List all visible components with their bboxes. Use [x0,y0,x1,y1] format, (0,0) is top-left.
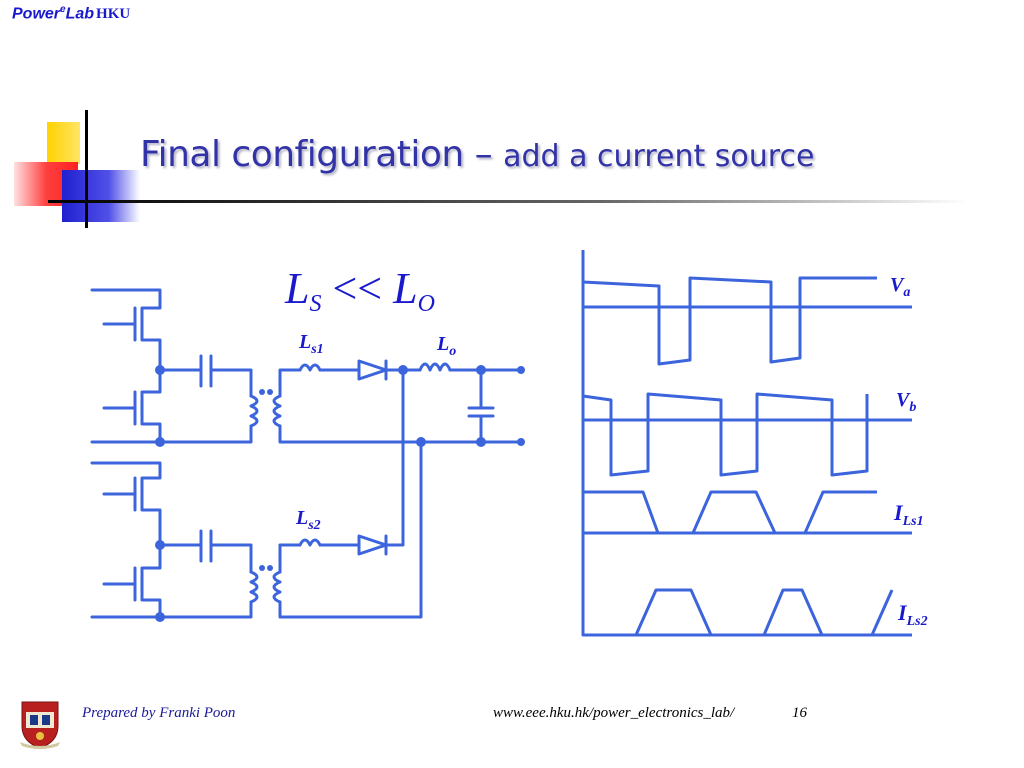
slide-title: Final configuration – add a current sour… [140,134,815,175]
junction-dots [155,365,525,622]
deco-blue-square [62,170,140,222]
footer-url: www.eee.hku.hk/power_electronics_lab/ [493,705,735,721]
deco-yellow-square [47,122,80,164]
label-ls2: Ls2 [295,507,321,533]
label-ils1: ILs1 [893,500,924,529]
label-ils2: ILs2 [897,600,928,629]
label-vb: Vb [896,389,916,415]
title-decoration [14,110,968,228]
label-lo: Lo [436,333,456,359]
label-ls1: Ls1 [298,331,324,357]
hku-crest-logo [20,701,60,749]
label-va: Va [890,274,910,300]
waveforms [581,250,912,637]
footer-author: Prepared by Franki Poon [82,705,236,721]
lower-half-bridge [90,368,423,619]
equation: LS << LO [284,264,435,317]
page-number: 16 [792,705,807,721]
deco-horizontal-line [48,200,968,203]
deco-vertical-line [85,110,88,228]
